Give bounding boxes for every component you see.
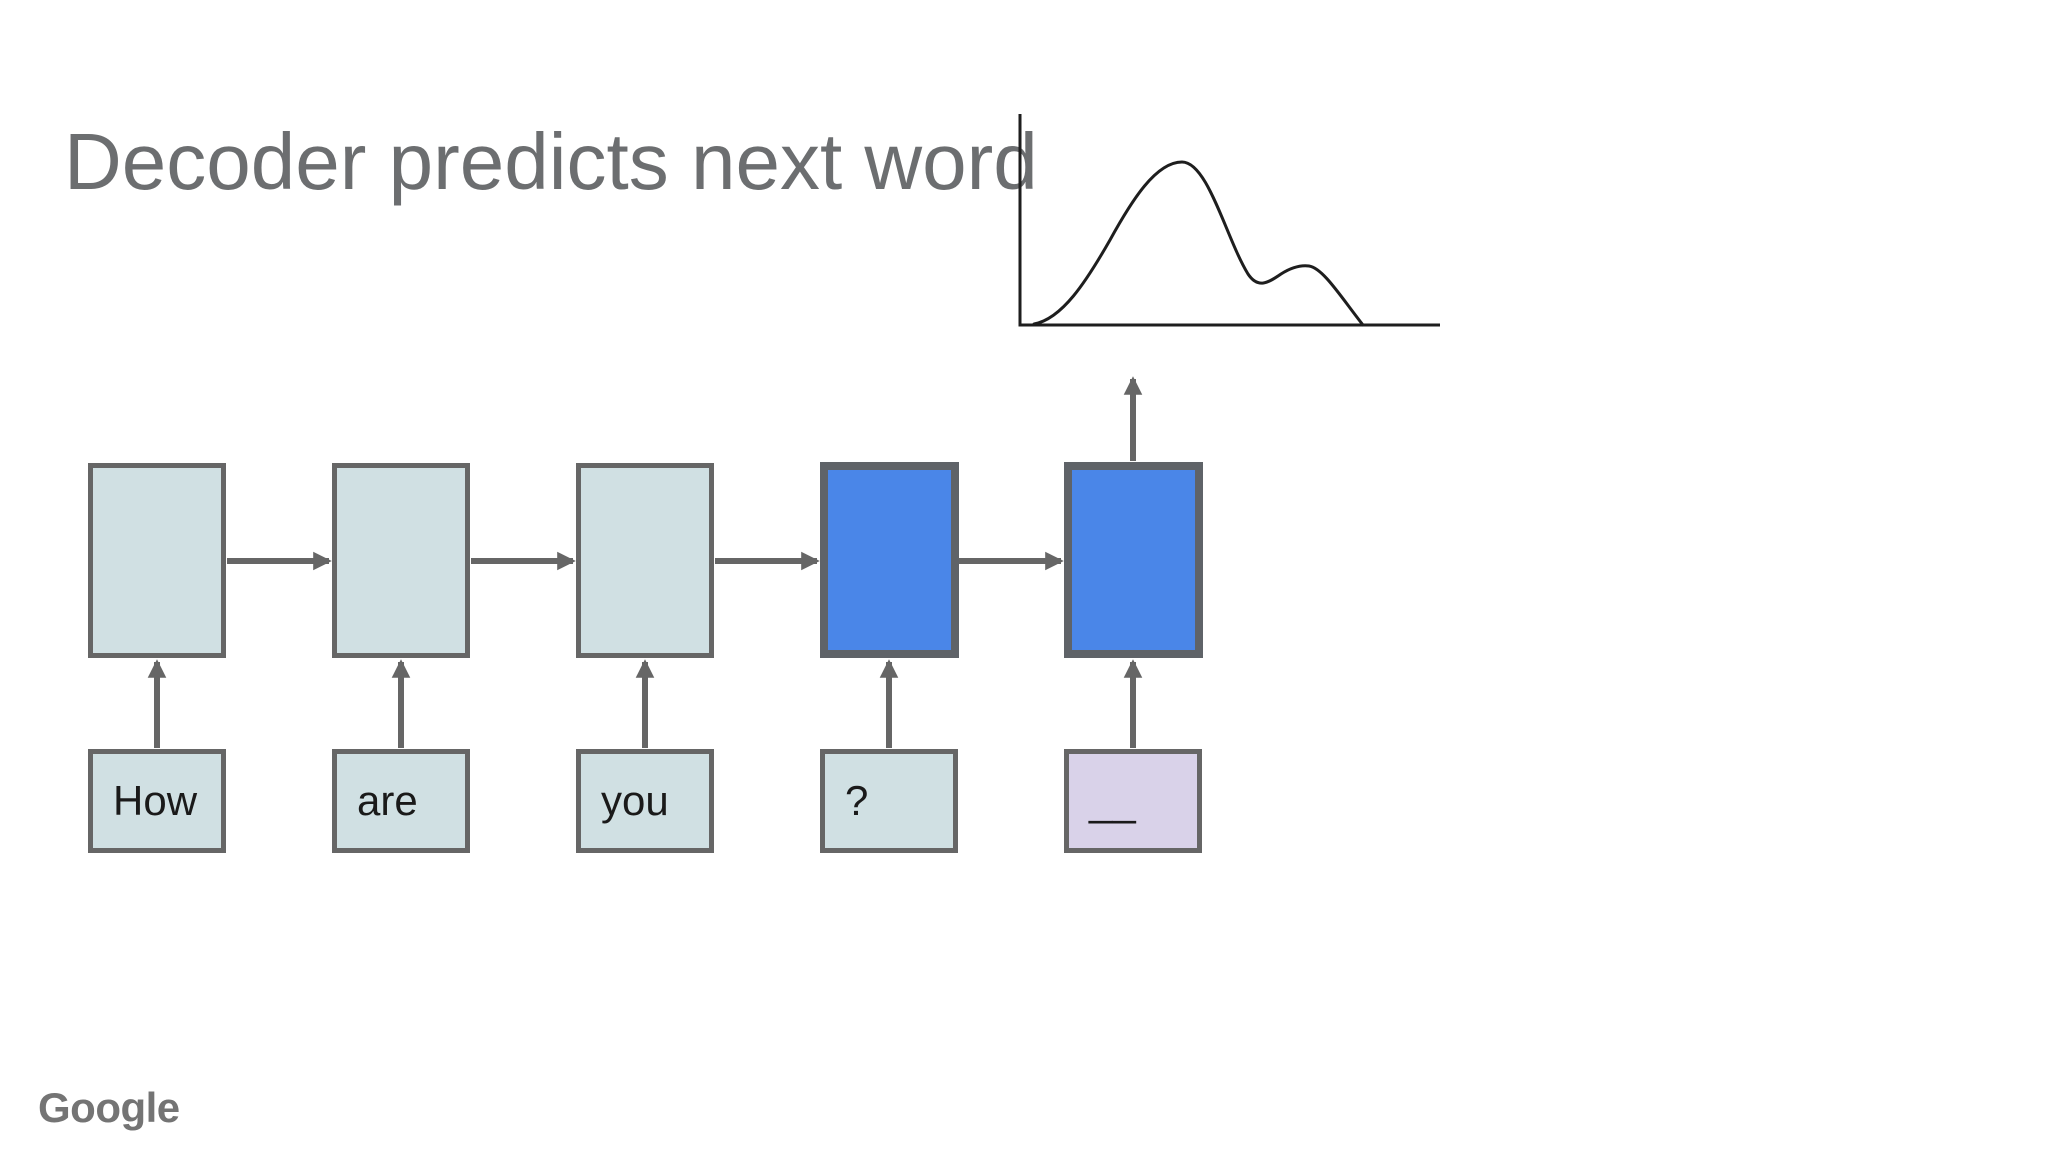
input-word-label: you	[601, 777, 669, 824]
decoder-cell-1	[820, 462, 959, 658]
decoder-cell-2	[1064, 462, 1203, 658]
input-word-label: __	[1089, 777, 1136, 824]
slide-title: Decoder predicts next word	[64, 117, 1038, 206]
input-word-box-you: you	[576, 749, 714, 853]
input-word-label: How	[113, 777, 198, 824]
input-word-box-blank: __	[1064, 749, 1202, 853]
encoder-cell-1	[88, 463, 226, 658]
input-word-box-are: are	[332, 749, 470, 853]
input-word-box-how: How	[88, 749, 226, 853]
google-logo: Google	[38, 1084, 180, 1131]
input-word-box-question: ?	[820, 749, 958, 853]
encoder-cell-2	[332, 463, 470, 658]
probability-distribution-curve	[1032, 160, 1365, 327]
input-word-label: are	[357, 777, 418, 824]
encoder-cell-3	[576, 463, 714, 658]
input-word-label: ?	[845, 777, 869, 824]
